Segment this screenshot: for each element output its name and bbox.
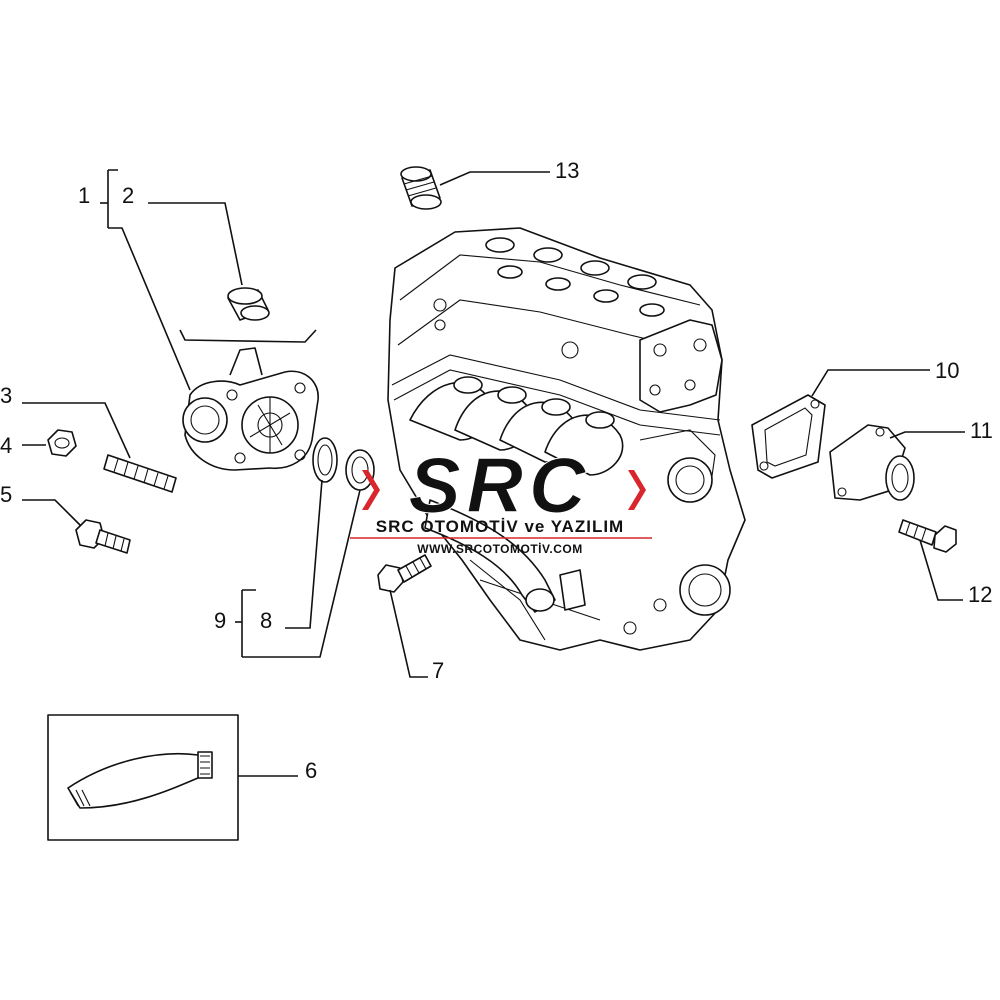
watermark-logo-text: SRC bbox=[409, 441, 592, 529]
bolt-5 bbox=[75, 519, 131, 554]
thermostat-housing bbox=[829, 424, 915, 501]
pipe-seal bbox=[345, 449, 375, 491]
watermark-url: WWW.SRCOTOMOTİV.COM bbox=[417, 541, 583, 556]
callout-11: 11 bbox=[970, 418, 993, 443]
watermark-left-chevron bbox=[362, 470, 380, 510]
callout-8: 8 bbox=[260, 608, 272, 633]
gasket bbox=[751, 394, 826, 479]
intake-manifold bbox=[409, 376, 624, 476]
callout-13: 13 bbox=[555, 158, 579, 183]
pump-bracket-line bbox=[179, 329, 317, 343]
callout-2: 2 bbox=[122, 183, 134, 208]
callout-5: 5 bbox=[0, 482, 12, 507]
cam-bosses bbox=[485, 237, 665, 317]
watermark-company: SRC OTOMOTİV ve YAZILIM bbox=[376, 517, 624, 536]
nut bbox=[47, 429, 77, 457]
bolt-12 bbox=[898, 519, 957, 553]
stud bbox=[103, 454, 177, 493]
spring-plug bbox=[400, 166, 442, 210]
bushing bbox=[227, 287, 270, 321]
water-pump bbox=[182, 347, 319, 471]
watermark-right-chevron bbox=[628, 470, 646, 510]
callout-9: 9 bbox=[214, 608, 226, 633]
callout-10: 10 bbox=[935, 358, 959, 383]
callout-12: 12 bbox=[968, 582, 992, 607]
callout-1: 1 bbox=[78, 183, 90, 208]
engine-block bbox=[387, 227, 746, 651]
callout-3: 3 bbox=[0, 383, 12, 408]
sealant-tube bbox=[47, 714, 239, 841]
callout-numbers: 1 2 3 4 5 6 7 8 9 10 11 12 13 bbox=[0, 158, 993, 783]
callout-6: 6 bbox=[305, 758, 317, 783]
leader-lines bbox=[22, 169, 965, 777]
o-ring bbox=[312, 437, 338, 483]
callout-4: 4 bbox=[0, 433, 12, 458]
bolt-7 bbox=[377, 554, 432, 593]
watermark: SRC SRC OTOMOTİV ve YAZILIM WWW.SRCOTOMO… bbox=[350, 441, 652, 556]
callout-7: 7 bbox=[432, 658, 444, 683]
